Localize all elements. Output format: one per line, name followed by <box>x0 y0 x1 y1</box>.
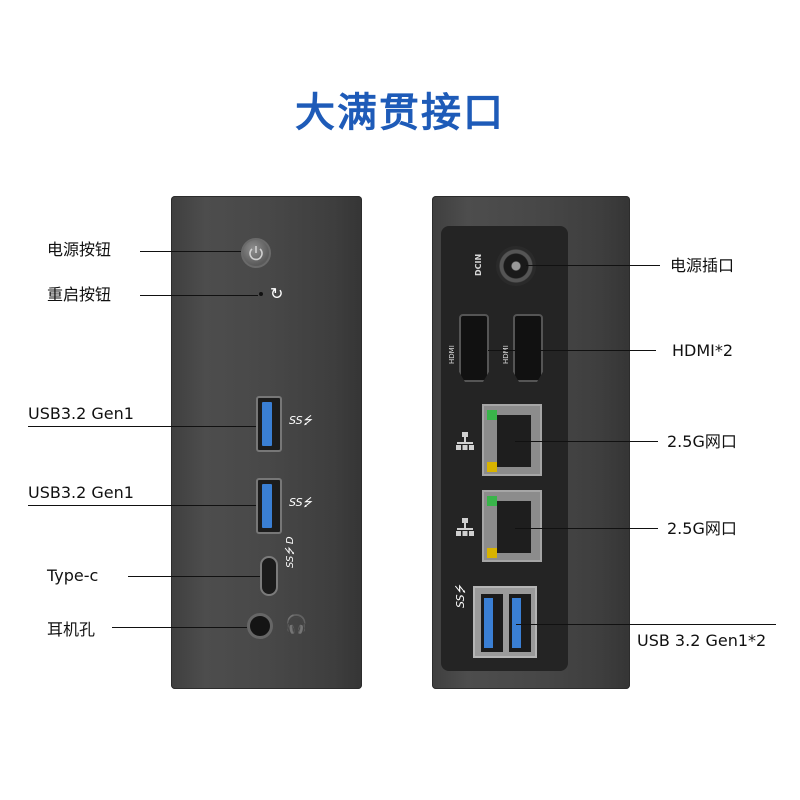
reset-icon: ↻ <box>270 284 284 303</box>
label-power-port: 电源插口 <box>670 256 735 275</box>
label-reset-button: 重启按钮 <box>47 285 112 304</box>
headphone-jack[interactable] <box>247 613 273 639</box>
headset-icon: 🎧 <box>285 614 308 635</box>
hdmi-port-left[interactable] <box>459 314 489 382</box>
leader-line <box>128 576 260 577</box>
dc-power-port[interactable] <box>496 246 536 286</box>
usb-c-marks-icon: SS⭍ D <box>285 536 296 568</box>
leader-line <box>28 426 256 427</box>
label-headphone: 耳机孔 <box>47 620 96 639</box>
leader-line <box>515 441 658 442</box>
power-icon <box>249 246 263 261</box>
label-usb-top: USB3.2 Gen1 <box>28 404 134 423</box>
leader-line <box>140 251 241 252</box>
label-usb-bottom: USB3.2 Gen1 <box>28 483 134 502</box>
usb-tongue <box>262 402 272 446</box>
lan-socket <box>497 501 531 553</box>
led-yellow <box>487 462 497 472</box>
reset-button[interactable] <box>259 292 263 296</box>
leader-line <box>526 265 660 266</box>
hdmi-marking-left: HDMI <box>448 345 456 364</box>
usb-slot-right[interactable] <box>509 594 531 652</box>
usb-port-bottom[interactable] <box>256 478 282 534</box>
led-green <box>487 410 497 420</box>
label-power-button: 电源按钮 <box>47 240 112 259</box>
label-hdmi: HDMI*2 <box>672 341 734 360</box>
led-green <box>487 496 497 506</box>
usb-slot-left[interactable] <box>481 594 503 652</box>
usb-tongue <box>512 598 521 648</box>
lan-port-bottom[interactable] <box>482 490 542 562</box>
leader-line <box>140 295 258 296</box>
hdmi-marking-right: HDMI <box>502 345 510 364</box>
lan-port-top[interactable] <box>482 404 542 476</box>
ss-usb-icon: SS⭍ <box>454 585 467 608</box>
leader-line <box>516 624 776 625</box>
hdmi-port-right[interactable] <box>513 314 543 382</box>
leader-line <box>112 627 247 628</box>
network-icon <box>456 432 474 450</box>
ss-usb-icon: SS⭍ <box>289 414 312 427</box>
label-usb-back: USB 3.2 Gen1*2 <box>637 631 767 650</box>
ss-usb-icon: SS⭍ <box>289 496 312 509</box>
label-lan-top: 2.5G网口 <box>667 432 737 451</box>
usb-tongue <box>484 598 493 648</box>
leader-line <box>488 350 656 351</box>
power-button[interactable] <box>241 238 271 268</box>
dcin-marking: DCIN <box>474 253 483 276</box>
led-yellow <box>487 548 497 558</box>
network-icon <box>456 518 474 536</box>
usb-port-top[interactable] <box>256 396 282 452</box>
usb-dual-port[interactable] <box>473 586 537 658</box>
usb-tongue <box>262 484 272 528</box>
label-lan-bottom: 2.5G网口 <box>667 519 737 538</box>
usb-c-port[interactable] <box>260 556 278 596</box>
page-title: 大满贯接口 <box>295 90 505 136</box>
leader-line <box>28 505 256 506</box>
label-type-c: Type-c <box>47 566 99 585</box>
leader-line <box>515 528 658 529</box>
